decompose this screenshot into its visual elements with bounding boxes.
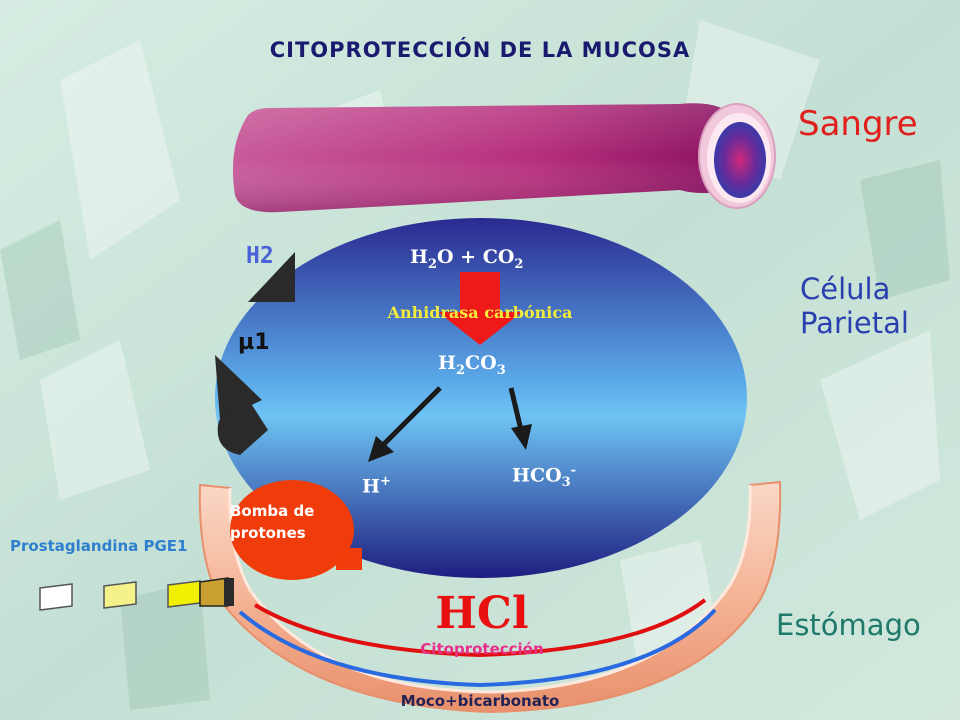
proton-pump	[230, 480, 354, 580]
prostaglandin-molecules	[39, 577, 234, 611]
background-texture-dark	[0, 160, 950, 710]
prostaglandin-receptor-shape	[217, 405, 268, 455]
cytoprotection-label: Citoprotección	[420, 640, 544, 658]
blood-label: Sangre	[798, 104, 918, 144]
bicarbonate-arrow	[508, 387, 532, 450]
enzyme-label: Anhidrasa carbónica	[387, 303, 573, 322]
page-title: CITOPROTECCIÓN DE LA MUCOSA	[269, 38, 691, 62]
molecule-white	[39, 583, 73, 611]
mucus-label: Moco+bicarbonato	[400, 692, 560, 710]
mucus-bicarbonate-line	[238, 608, 717, 688]
parietal-cell-label: Célula Parietal	[800, 272, 909, 340]
parietal-cell	[215, 218, 747, 578]
blood-vessel	[232, 103, 776, 213]
proton-pump-label: Bomba de protones	[230, 500, 360, 544]
parietal-cell-label-line1: Célula	[800, 272, 891, 306]
cytoprotection-line	[253, 598, 707, 658]
h2-receptor-label: H2	[246, 243, 274, 269]
proton-arrow	[368, 386, 442, 462]
molecule-light-yellow	[103, 581, 137, 609]
bicarbonate-formula: HCO3-	[512, 463, 577, 491]
stomach-label: Estómago	[776, 608, 921, 642]
reactants-formula: H2O + CO2	[410, 246, 524, 272]
m1-receptor-label: µ1	[238, 330, 270, 355]
prostaglandin-label: Prostaglandina PGE1	[10, 537, 188, 555]
h2-receptor-shape	[248, 252, 295, 302]
hcl-label: HCl	[435, 588, 529, 639]
proton-formula: H+	[362, 474, 391, 498]
enzyme-arrow	[438, 272, 522, 345]
carbonic-acid-formula: H2CO3	[438, 352, 506, 378]
m1-receptor-shape	[215, 355, 262, 420]
parietal-cell-label-line2: Parietal	[800, 306, 909, 340]
vessel-lumen	[714, 122, 766, 198]
molecule-binding-tip	[224, 578, 234, 606]
proton-pump-label-line2: protones	[230, 524, 306, 542]
stomach-inner-edge	[228, 484, 752, 694]
proton-pump-label-line1: Bomba de	[230, 502, 315, 520]
